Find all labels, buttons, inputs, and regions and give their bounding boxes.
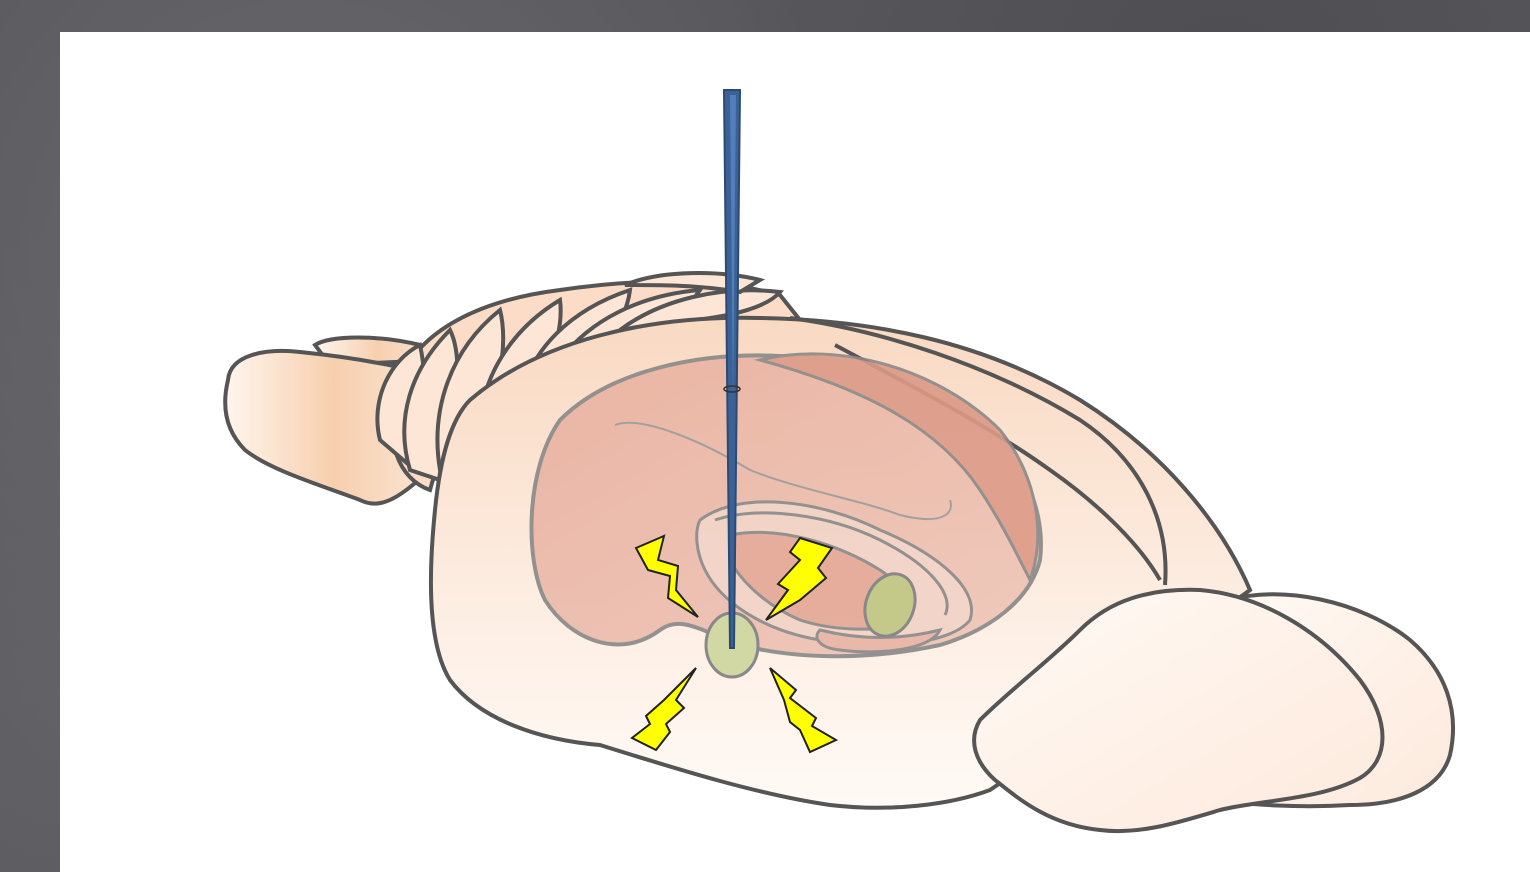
- inner-region: [531, 354, 1040, 656]
